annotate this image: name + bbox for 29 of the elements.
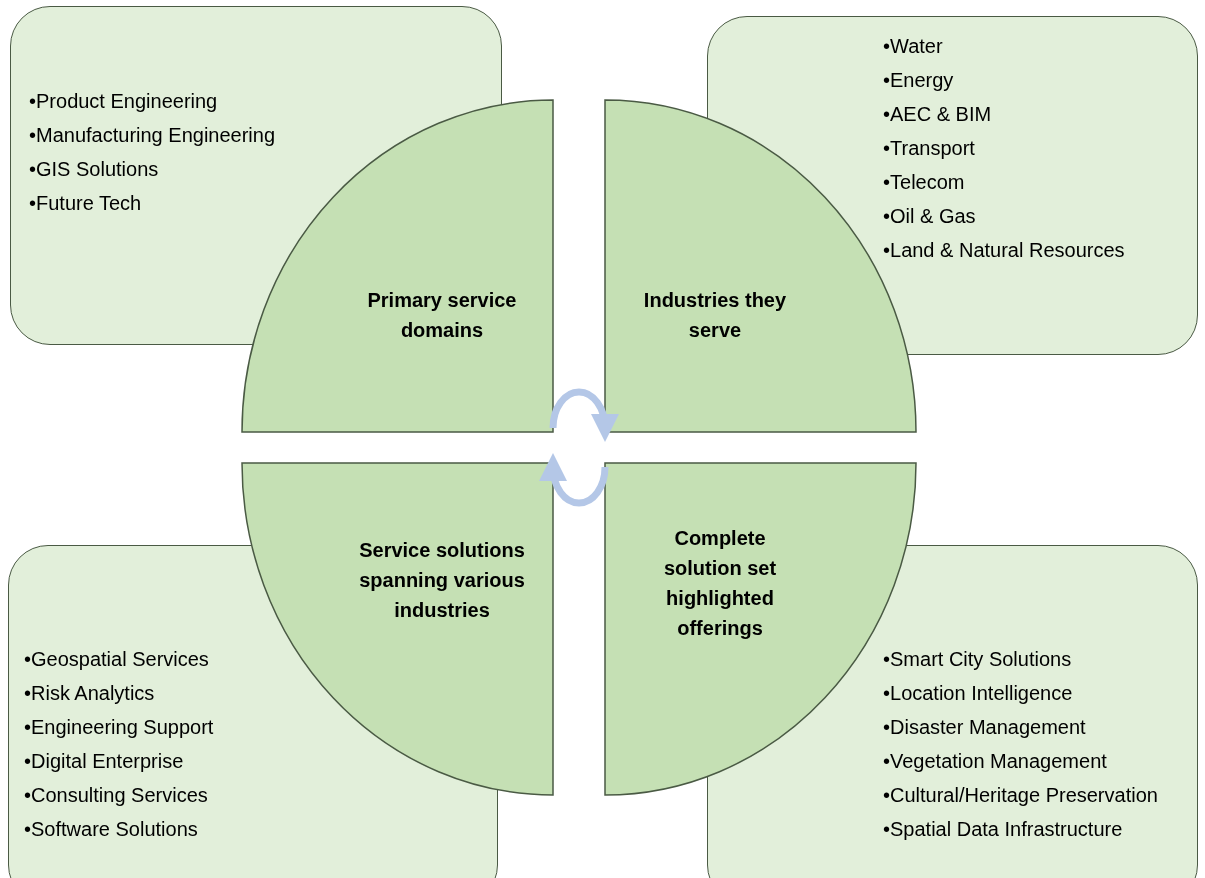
list-item: •Location Intelligence [883,681,1074,706]
list-item: •Vegetation Management [883,749,1108,774]
list-item: •GIS Solutions [29,157,160,182]
list-item: •Consulting Services [24,783,209,808]
list-item: •Product Engineering [29,89,219,114]
list-item: •Risk Analytics [24,681,156,706]
list-item: •Land & Natural Resources [883,238,1126,263]
curved-arrow [539,453,609,507]
list-item: •Telecom [883,170,966,195]
list-item: •Energy [883,68,955,93]
quadrant-title: Complete solution set highlighted offerings [662,526,778,641]
quadrant-title: Industries they serve [642,288,788,343]
list-item: •AEC & BIM [883,102,993,127]
list-item: •Spatial Data Infrastructure [883,817,1124,842]
list-item: •Software Solutions [24,817,199,842]
list-item: •Cultural/Heritage Preservation [883,783,1159,808]
list-item: •Transport [883,136,976,161]
list-item: •Water [883,34,944,59]
list-item: •Oil & Gas [883,204,977,229]
list-item: •Digital Enterprise [24,749,185,774]
list-item: •Engineering Support [24,715,215,740]
quadrant-title: Primary service domains [366,288,518,343]
curved-arrow [549,388,619,442]
list-item: •Manufacturing Engineering [29,123,277,148]
quadrant-title: Service solutions spanning various industries [358,538,526,623]
list-item: •Geospatial Services [24,647,210,672]
list-item: •Future Tech [29,191,143,216]
list-item: •Disaster Management [883,715,1087,740]
list-item: •Smart City Solutions [883,647,1073,672]
